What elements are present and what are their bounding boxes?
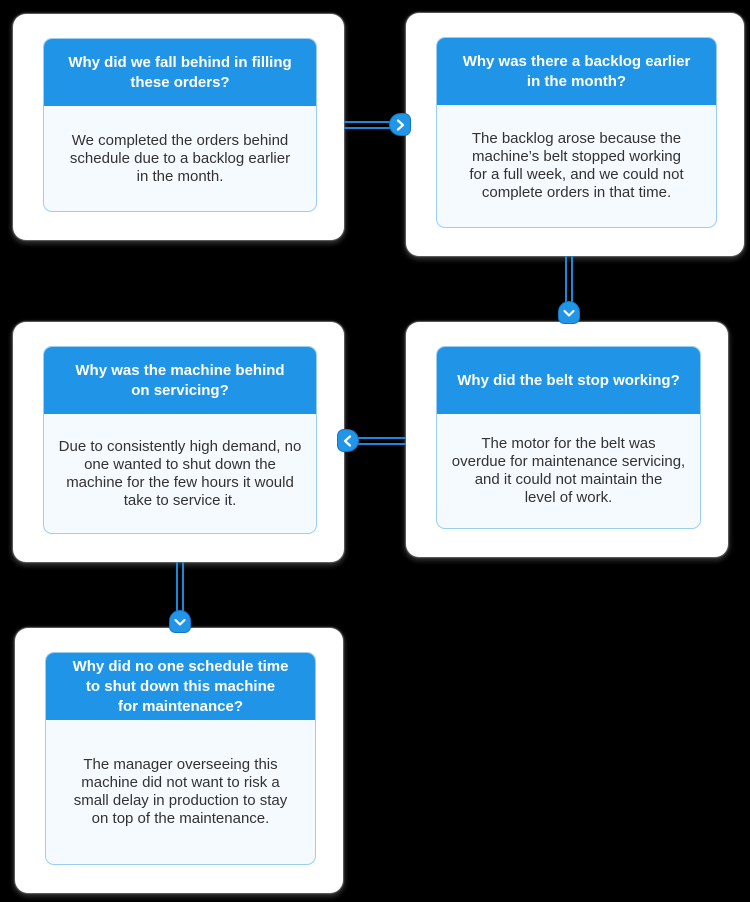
card-1-inner: Why did we fall behind in filling these … [43,38,317,212]
card-why-5: Why did no one schedule time to shut dow… [15,628,343,893]
chevron-left-icon [343,434,352,447]
arrow-badge-3-4 [337,429,359,452]
connector-line-2-3 [565,256,573,302]
card-3-answer: The motor for the belt was overdue for m… [451,435,686,506]
card-2-answer: The backlog arose because the machine’s … [469,130,684,201]
card-5-inner: Why did no one schedule time to shut dow… [45,652,316,865]
card-4-answer: Due to consistently high demand, no one … [58,437,302,509]
card-2-inner: Why was there a backlog earlier in the m… [436,37,717,228]
arrow-badge-1-2 [389,113,411,136]
connector-line-4-5 [176,562,184,612]
card-4-question: Why was the machine behind on servicing? [44,347,316,414]
card-why-3: Why did the belt stop working? The motor… [406,322,728,557]
chevron-down-icon [174,618,186,626]
card-why-1: Why did we fall behind in filling these … [13,14,344,240]
arrow-badge-2-3 [558,301,580,324]
card-5-answer: The manager overseeing this machine did … [73,756,288,827]
chevron-right-icon [396,118,405,131]
card-1-answer: We completed the orders behind schedule … [69,131,291,185]
card-why-4: Why was the machine behind on servicing?… [13,322,344,562]
card-1-question: Why did we fall behind in filling these … [44,39,316,106]
card-3-inner: Why did the belt stop working? The motor… [436,346,701,529]
card-5-question: Why did no one schedule time to shut dow… [46,653,315,720]
card-why-2: Why was there a backlog earlier in the m… [406,13,744,256]
connector-line-1-2 [344,121,392,129]
card-3-question: Why did the belt stop working? [437,347,700,414]
arrow-badge-4-5 [169,610,191,633]
card-2-question: Why was there a backlog earlier in the m… [437,38,716,105]
chevron-down-icon [563,309,575,317]
connector-line-3-4 [357,437,406,445]
card-4-inner: Why was the machine behind on servicing?… [43,346,317,534]
